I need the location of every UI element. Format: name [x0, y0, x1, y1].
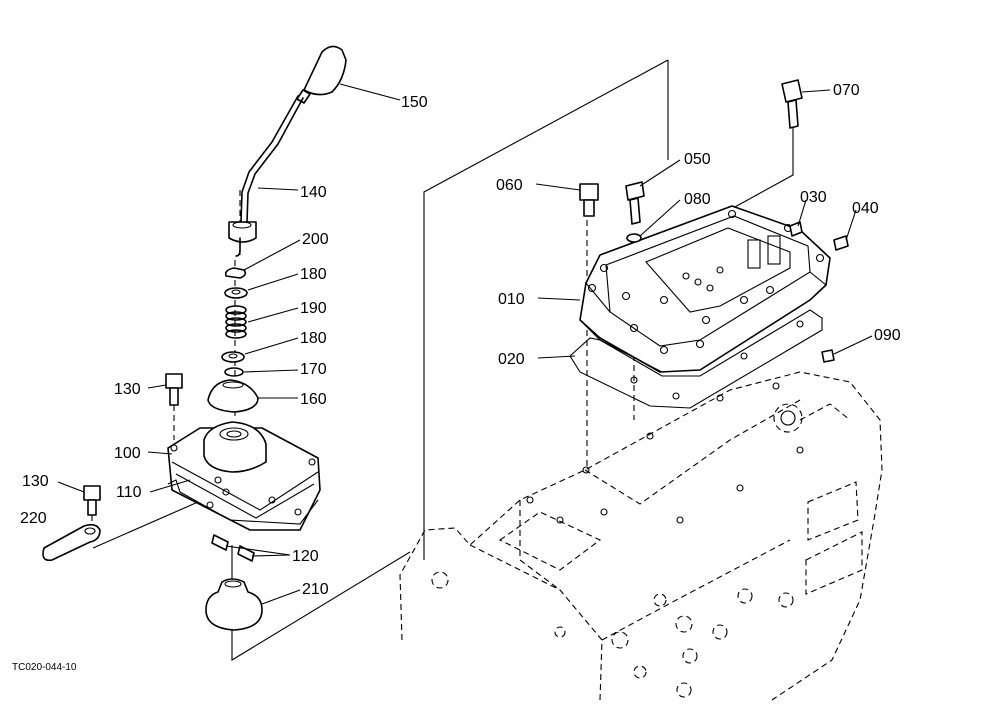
callout-130-lower: 130	[22, 473, 49, 490]
callout-120: 120	[292, 548, 319, 565]
callout-090: 090	[874, 327, 901, 344]
leader-lines	[57, 83, 873, 605]
lever-small-parts	[221, 267, 248, 377]
shift-cover	[167, 421, 321, 531]
callout-060: 060	[496, 177, 523, 194]
callout-210: 210	[302, 581, 329, 598]
top-gasket	[569, 309, 823, 409]
shift-knob	[303, 45, 347, 96]
spring	[225, 305, 247, 339]
boot-upper	[207, 379, 259, 413]
washer-080	[626, 233, 642, 243]
callout-160: 160	[300, 391, 327, 408]
callout-140: 140	[300, 184, 327, 201]
bolt-060	[579, 183, 599, 217]
plug-090	[821, 349, 835, 363]
bolt-130-upper	[165, 373, 183, 406]
drawing-code: TC020-044-10	[12, 662, 77, 673]
callout-050: 050	[684, 151, 711, 168]
boot-lower	[205, 578, 263, 631]
plug-040	[833, 235, 849, 251]
callout-020: 020	[498, 351, 525, 368]
snap-ring	[224, 267, 247, 279]
transmission-case	[399, 371, 883, 701]
bracket-220	[42, 523, 101, 562]
breathers-120	[211, 534, 255, 562]
washer-upper	[224, 287, 248, 299]
callout-070: 070	[833, 82, 860, 99]
callout-030: 030	[800, 189, 827, 206]
callout-180-lower: 180	[300, 330, 327, 347]
top-cover	[579, 205, 831, 373]
callout-110: 110	[116, 484, 142, 501]
callout-150: 150	[401, 94, 428, 111]
callout-labels: 150 140 200 180 190 180 170 160 130 100 …	[12, 82, 901, 673]
callout-200: 200	[302, 231, 329, 248]
bolt-130-lower	[83, 485, 101, 516]
callout-130-upper: 130	[114, 381, 141, 398]
callout-190: 190	[300, 300, 327, 317]
plug-030	[789, 221, 803, 237]
callout-100: 100	[114, 445, 141, 462]
callout-040: 040	[852, 200, 879, 217]
bolt-070	[781, 79, 803, 129]
callout-180-upper: 180	[300, 266, 327, 283]
callout-220: 220	[20, 510, 47, 527]
bolt-050	[625, 181, 645, 225]
callout-080: 080	[684, 191, 711, 208]
washer-lower	[221, 351, 245, 363]
callout-010: 010	[498, 291, 525, 308]
shift-lever	[228, 45, 347, 257]
callout-170: 170	[300, 361, 327, 378]
o-ring	[224, 367, 244, 377]
